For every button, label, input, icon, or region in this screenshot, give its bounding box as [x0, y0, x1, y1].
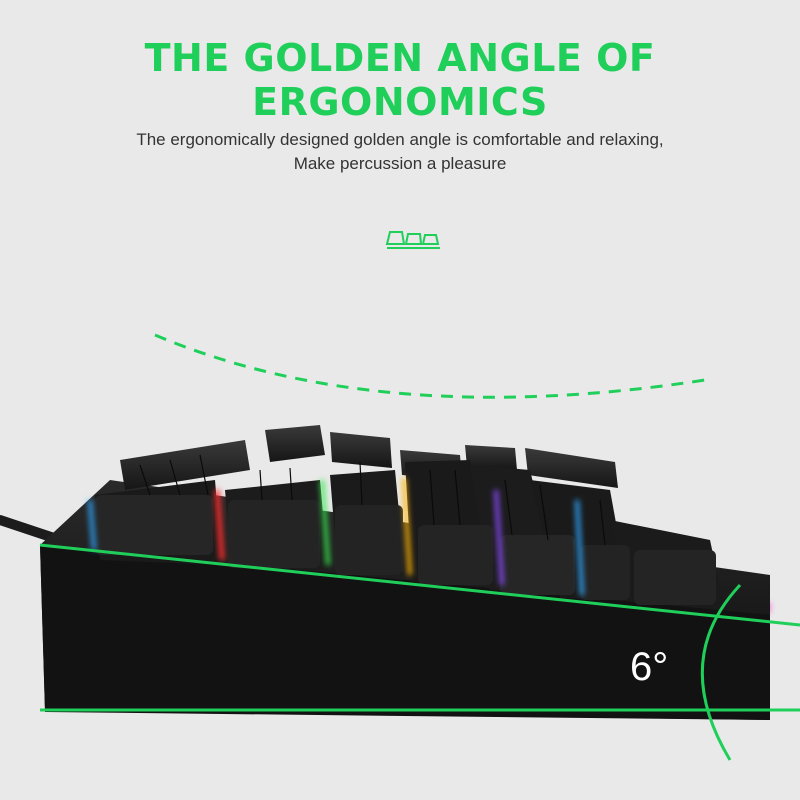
- headline: THE GOLDEN ANGLE OF ERGONOMICS: [144, 36, 656, 124]
- subtitle-line-2: Make percussion a pleasure: [293, 154, 507, 173]
- angle-line-top: [39, 543, 800, 627]
- subtitle-line-1: The ergonomically designed golden angle …: [136, 130, 664, 149]
- angle-arc: [700, 583, 742, 761]
- keycaps: [88, 425, 725, 610]
- angle-label: 6°: [630, 645, 669, 689]
- subtitle: The ergonomically designed golden angle …: [0, 128, 800, 176]
- dashed-arc: [154, 333, 706, 399]
- keycap-profile-icon: [385, 231, 440, 249]
